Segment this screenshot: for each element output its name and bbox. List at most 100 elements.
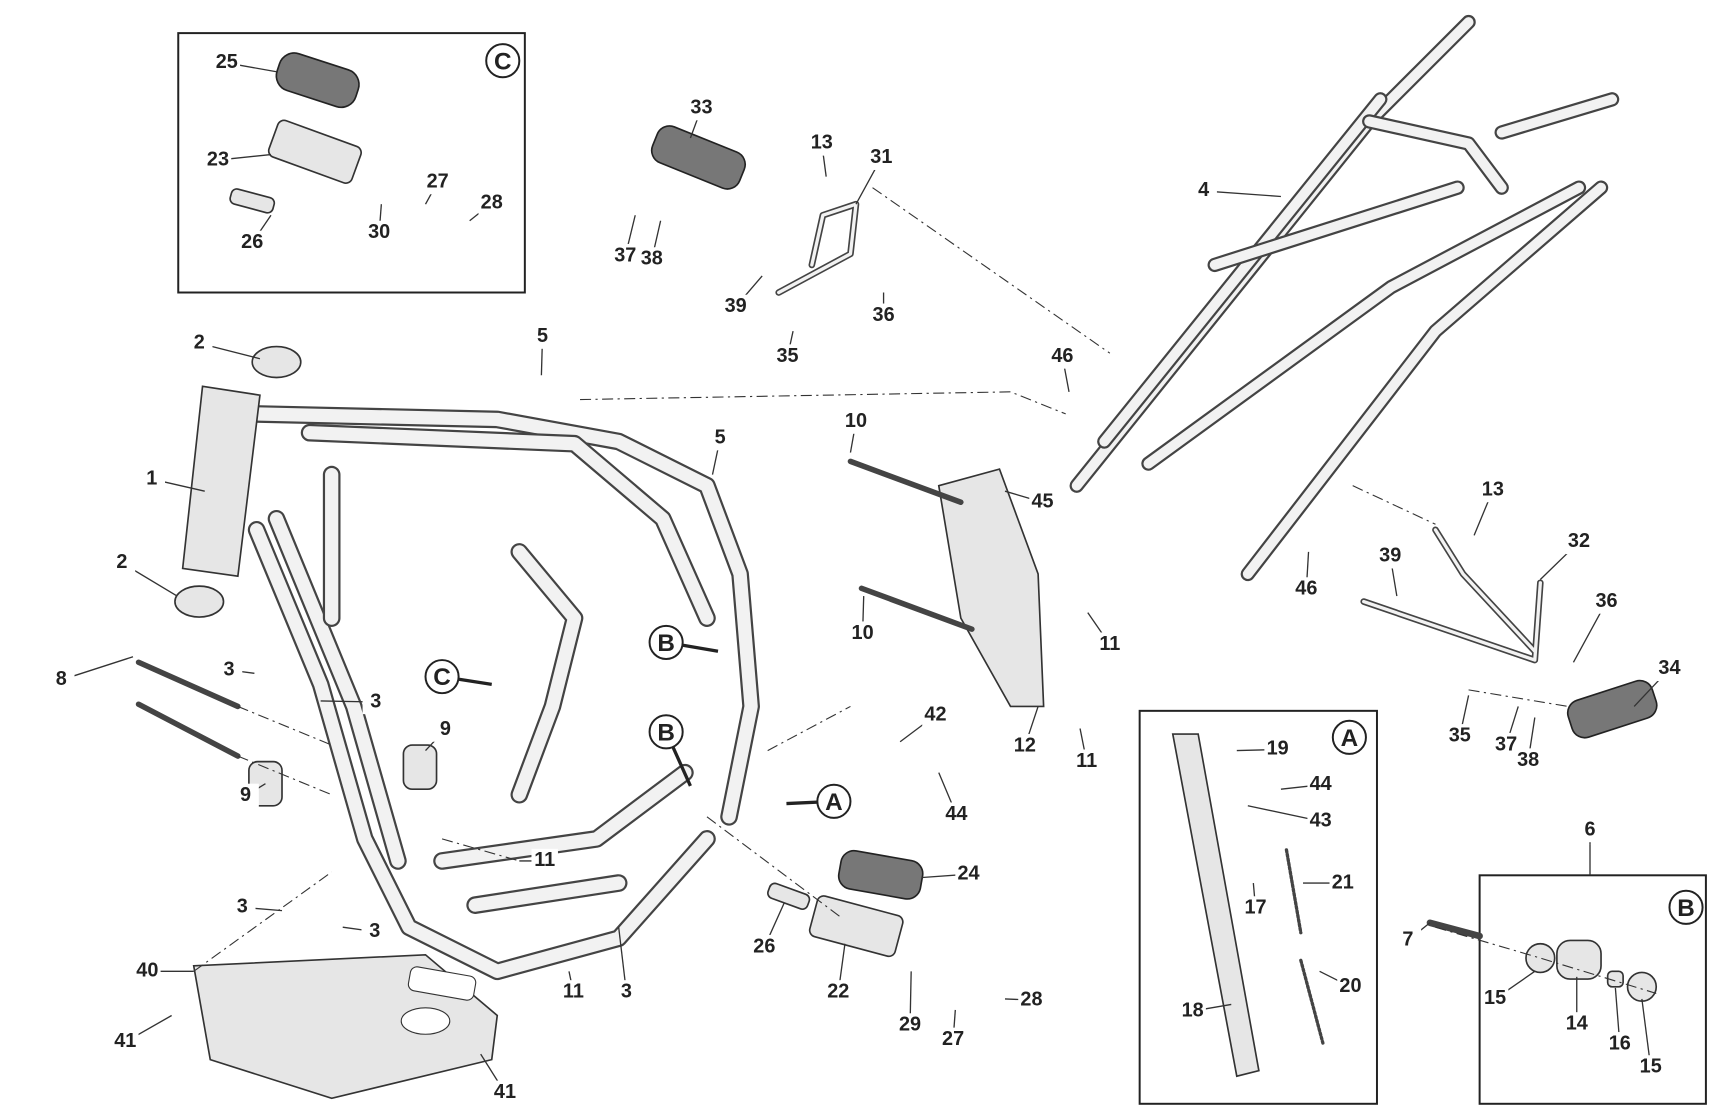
tube [1240,180,1609,582]
callout-36: 36 [873,304,895,326]
callout-46: 46 [1051,345,1073,367]
inset-letter-b: B [1677,895,1695,922]
bearing-15-b [1626,971,1658,1002]
callout-19: 19 [1267,738,1289,760]
callout-34: 34 [1658,657,1680,679]
callout-28: 28 [1020,988,1042,1010]
callout-11: 11 [1076,750,1097,772]
engine-mount-12 [937,468,1045,708]
callout-39: 39 [1379,545,1401,567]
callout-21: 21 [1332,871,1354,893]
callout-36: 36 [1596,590,1618,612]
callout-38: 38 [641,248,663,270]
callout-16: 16 [1609,1032,1631,1054]
arrow-marker-circle [648,714,684,750]
arrow-markers: B C B A [424,624,852,819]
callout-2: 2 [194,332,205,354]
callout-2: 2 [116,551,127,573]
arrow-marker-circle [816,783,852,819]
callout-9: 9 [440,718,451,740]
footpeg-33 [650,125,747,190]
bearing-15-a [1525,942,1556,974]
bracket-31 [775,200,860,296]
side-stand-18 [1171,733,1260,1078]
main-frame [245,405,760,981]
arrow-marker-letter: B [657,630,675,657]
spacer-9-a [402,744,438,791]
callout-14: 14 [1566,1013,1588,1035]
parts [135,52,1658,1100]
callout-4: 4 [1198,179,1209,201]
callout-27: 27 [427,170,449,192]
arrow-marker-circle [648,624,684,660]
callout-10: 10 [845,410,867,432]
callout-13: 13 [1482,478,1504,500]
callout-11: 11 [534,849,555,871]
footpeg-34 [1566,679,1658,739]
callout-17: 17 [1245,897,1267,919]
callout-45: 45 [1031,490,1053,512]
callout-46: 46 [1295,578,1317,600]
bearing-bottom [174,585,225,618]
callout-15: 15 [1640,1056,1662,1078]
rear-subframe [1069,14,1620,582]
callout-11: 11 [563,981,584,1003]
arrow-marker-letter: B [657,719,675,746]
callout-3: 3 [369,920,380,942]
callout-3: 3 [621,981,632,1003]
callout-9: 9 [240,784,251,806]
callout-30: 30 [368,221,390,243]
bolt-7 [1426,919,1483,940]
callout-11: 11 [1099,633,1120,655]
callout-26: 26 [241,231,263,253]
callout-41: 41 [114,1030,136,1052]
assembly-lines [193,187,1657,994]
callout-22: 22 [827,981,849,1003]
callout-26: 26 [753,935,775,957]
callout-23: 23 [207,148,229,170]
callout-42: 42 [924,704,946,726]
callout-31: 31 [870,146,892,168]
callout-27: 27 [942,1028,964,1050]
callout-39: 39 [725,295,747,317]
callout-7: 7 [1402,929,1413,951]
callout-38: 38 [1517,749,1539,771]
callout-33: 33 [690,96,712,118]
spring-20 [1299,958,1325,1045]
pin-26b [767,882,811,910]
callout-44: 44 [945,803,967,825]
bearing-top [251,345,302,379]
callout-28: 28 [481,191,503,213]
bolt-8-a [135,659,241,710]
footpeg-22 [808,895,904,958]
callout-44: 44 [1310,773,1332,795]
bolt-10-a [847,458,964,505]
callout-37: 37 [614,244,636,266]
arrow-marker-letter: C [433,664,451,691]
callout-25: 25 [216,51,238,73]
callout-18: 18 [1182,999,1204,1021]
head-tube [181,385,261,578]
arrow-marker-letter: A [825,789,843,816]
inset-box-b: B [1478,844,1707,1105]
inset-box-c: C [177,32,526,294]
callout-10: 10 [852,622,874,644]
callout-24: 24 [958,862,980,884]
callout-40: 40 [136,960,158,982]
callout-13: 13 [811,132,833,154]
callout-3: 3 [237,896,248,918]
inset-box-a: A [1138,709,1378,1105]
callout-20: 20 [1339,975,1361,997]
footpeg-rubber-25 [275,52,360,109]
callout-43: 43 [1310,809,1332,831]
callout-29: 29 [899,1014,921,1036]
spring-21 [1284,848,1303,935]
callout-41: 41 [494,1081,516,1103]
callout-3: 3 [224,658,235,680]
callout-8: 8 [56,668,67,690]
callout-15: 15 [1484,987,1506,1009]
arrow-marker-circle [424,659,460,695]
inset-letter-a: A [1341,725,1359,752]
